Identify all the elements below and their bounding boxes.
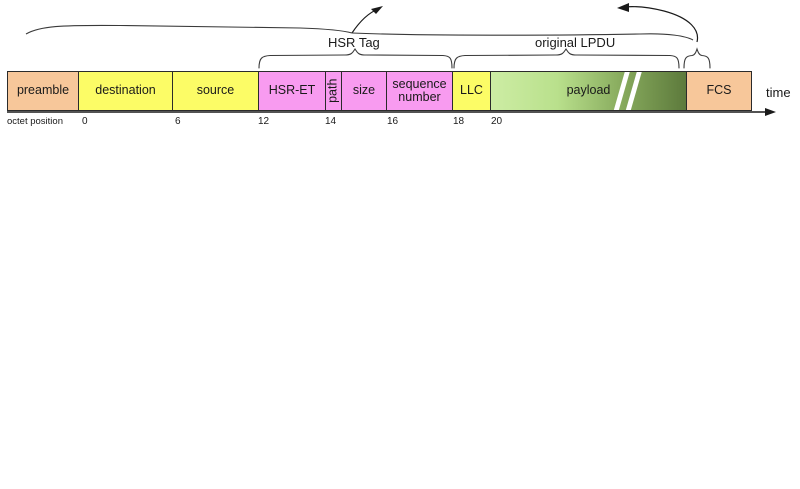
octet-tick-12: 12 <box>258 116 270 127</box>
octet-tick-0: 0 <box>82 116 88 127</box>
field-payload[interactable]: payload <box>491 72 687 110</box>
field-size[interactable]: size <box>342 72 387 110</box>
field-fcs[interactable]: FCS <box>687 72 751 110</box>
field-size-label: size <box>352 83 376 98</box>
octet-tick-6: 6 <box>175 116 181 127</box>
brace-hsr-tag <box>258 48 453 69</box>
label-hsr-tag: HSR Tag <box>328 35 380 50</box>
field-source[interactable]: source <box>173 72 259 110</box>
octet-tick-18: 18 <box>453 116 465 127</box>
time-axis-arrowhead <box>765 108 776 116</box>
insertion-arrow-up-right <box>351 8 379 34</box>
field-path[interactable]: path <box>326 72 342 110</box>
field-destination[interactable]: destination <box>79 72 173 110</box>
insertion-line-right <box>351 32 694 41</box>
field-llc[interactable]: LLC <box>453 72 491 110</box>
field-sequence-number-line2: number <box>398 90 441 104</box>
field-payload-label: payload <box>566 83 611 98</box>
field-hsr-et[interactable]: HSR-ET <box>259 72 326 110</box>
octet-tick-14: 14 <box>325 116 337 127</box>
arrowhead-left <box>617 3 629 12</box>
octet-tick-16: 16 <box>387 116 399 127</box>
fcs-recompute-arrow <box>623 6 699 43</box>
field-hsr-et-label: HSR-ET <box>268 83 316 98</box>
label-original-lpdu: original LPDU <box>535 35 616 50</box>
brace-fcs <box>683 47 711 69</box>
brace-original-lpdu <box>453 48 680 69</box>
field-path-label: path <box>326 78 340 104</box>
octet-position-caption: octet position <box>7 116 63 127</box>
field-destination-label: destination <box>95 83 156 98</box>
field-preamble-label: preamble <box>16 83 70 98</box>
frame-layout-bar: preamble destination source HSR-ET path … <box>7 71 752 111</box>
time-axis-label: time <box>766 85 791 100</box>
field-preamble[interactable]: preamble <box>8 72 79 110</box>
field-llc-label: LLC <box>460 83 483 98</box>
field-source-label: source <box>196 83 235 98</box>
field-sequence-number-line1: sequence <box>392 76 447 91</box>
arrowhead-right <box>371 6 383 14</box>
field-fcs-label: FCS <box>706 83 732 98</box>
octet-tick-20: 20 <box>491 116 503 127</box>
insertion-line-left <box>25 24 353 35</box>
